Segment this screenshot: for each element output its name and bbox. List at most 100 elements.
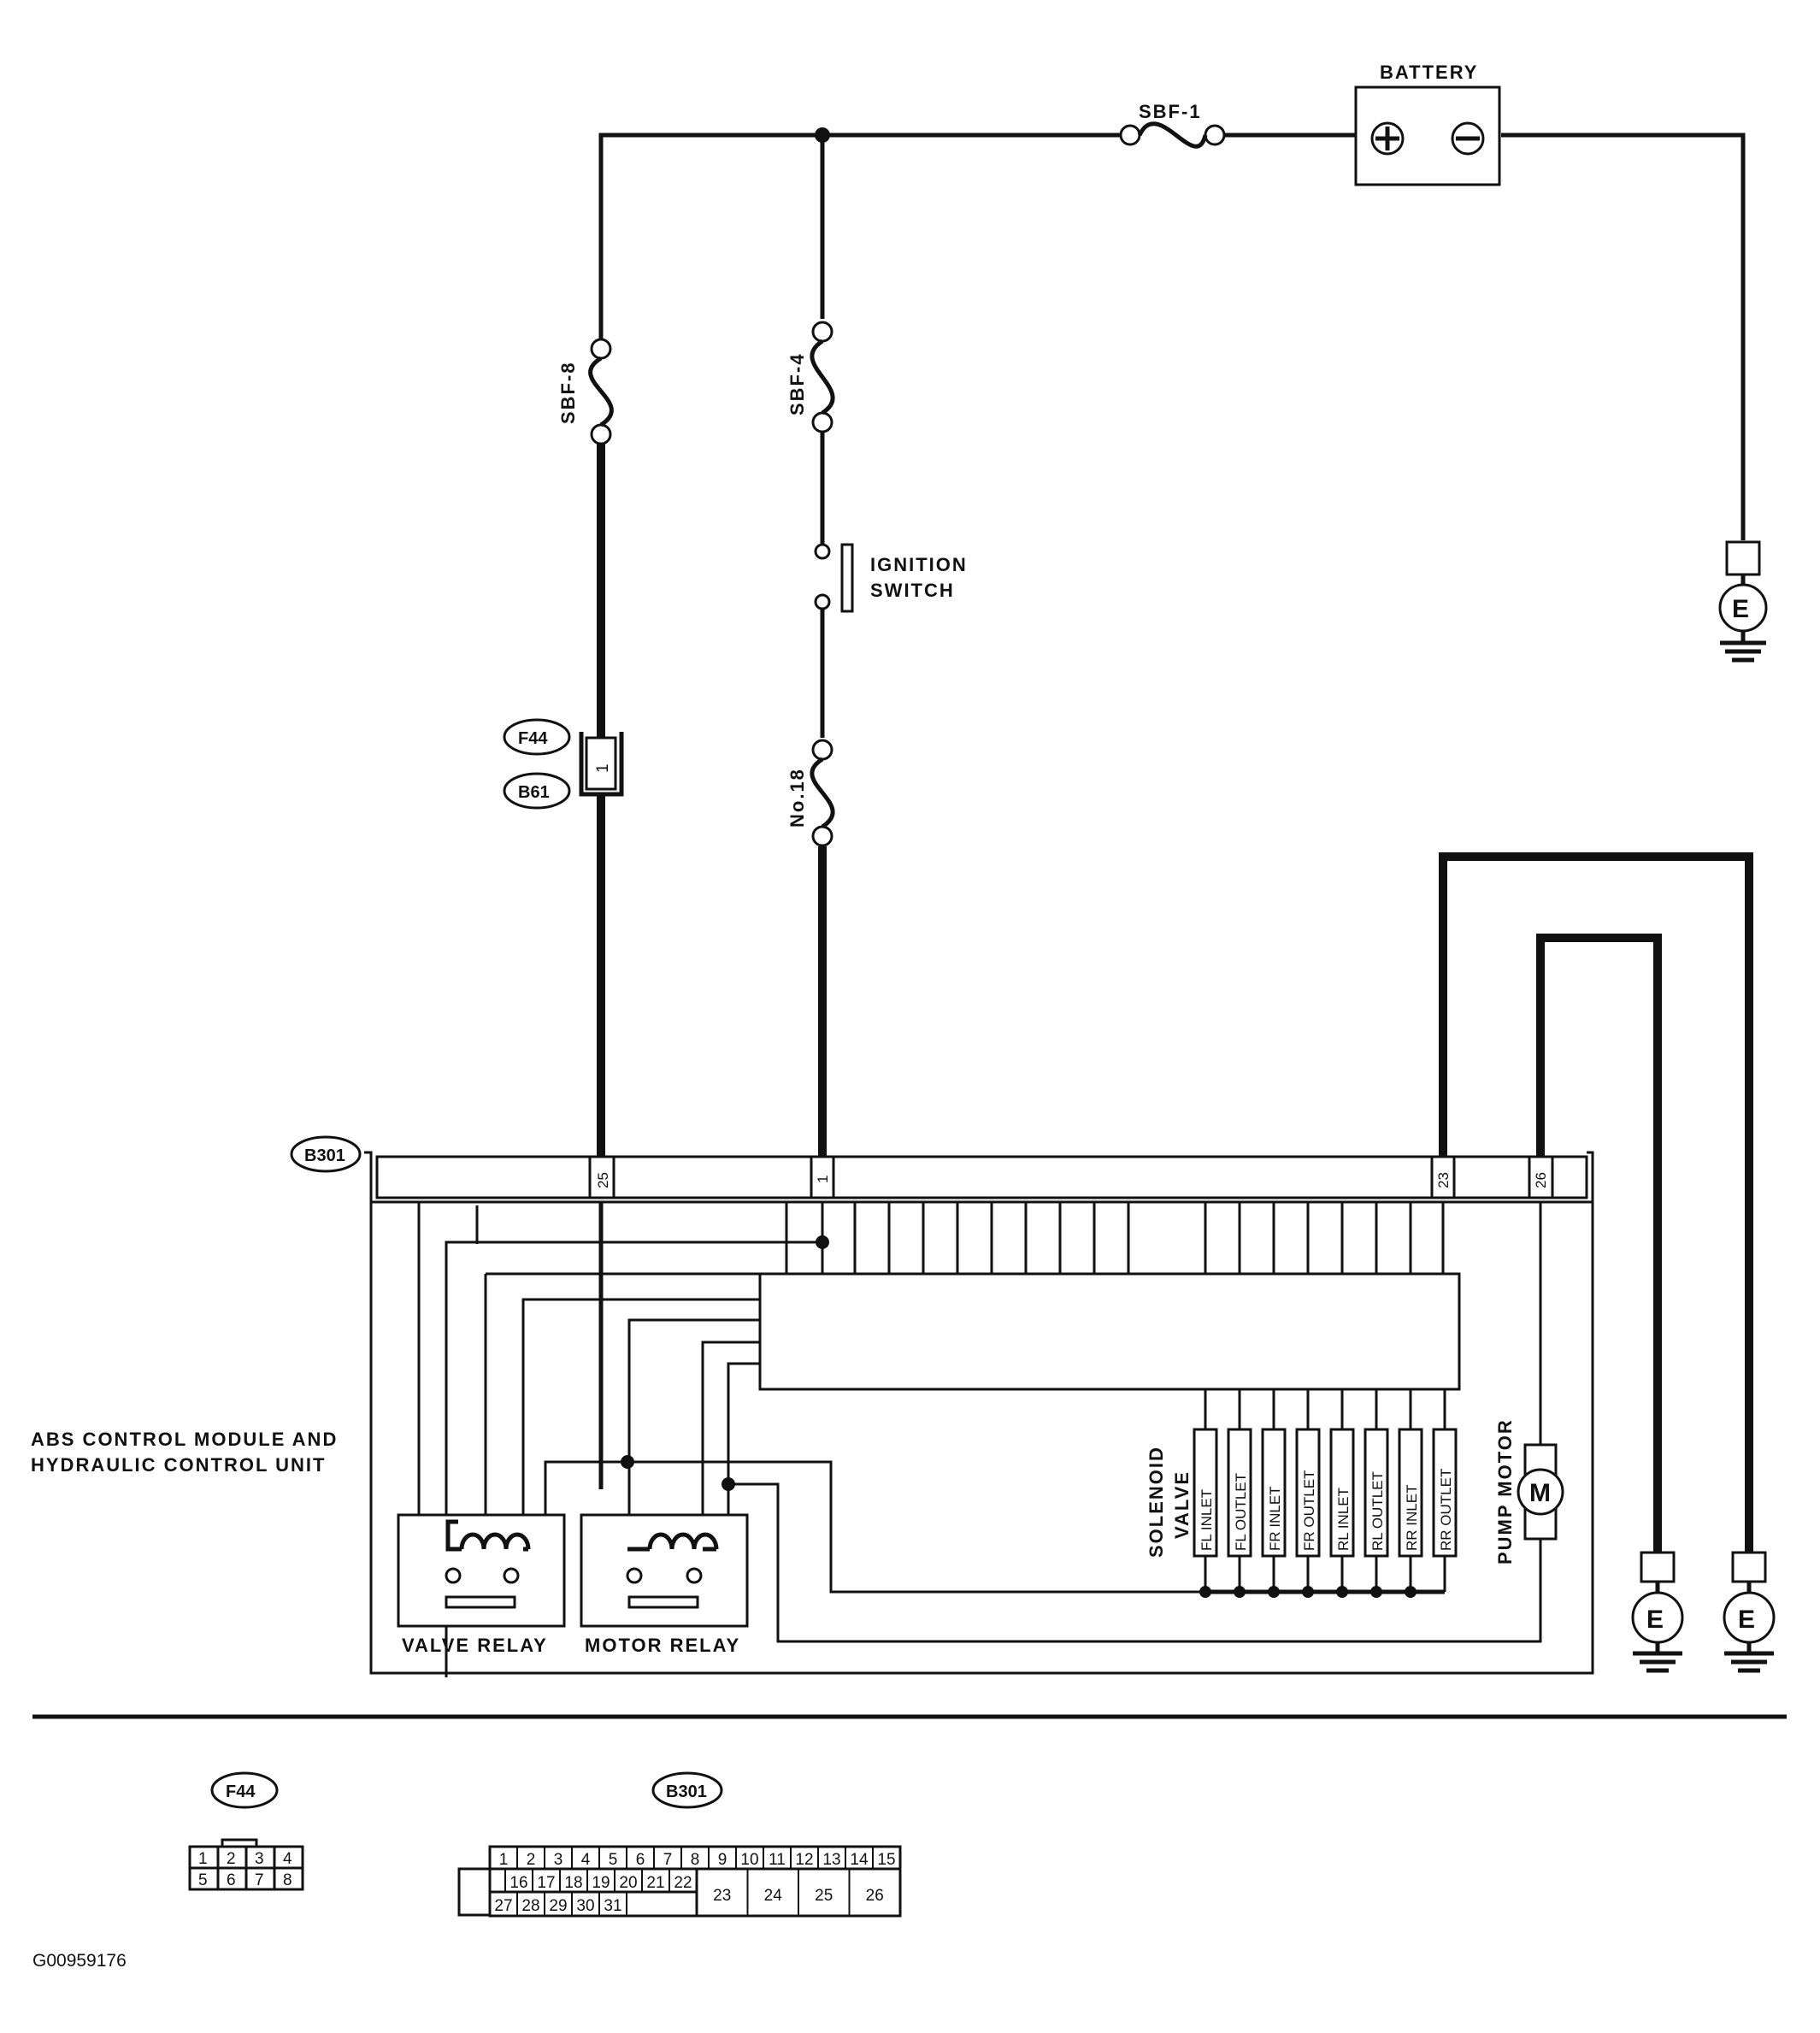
b301-pin: 4: [581, 1851, 591, 1869]
solenoid-valves: FL INLET FL OUTLET FR INLET FR OUTLET RL…: [1146, 1389, 1458, 1598]
b301-pin: 11: [769, 1851, 786, 1869]
b301-pin: 6: [636, 1851, 645, 1869]
b301-pin: 10: [740, 1851, 758, 1869]
pump-motor: M PUMP MOTOR: [1494, 1418, 1564, 1641]
sbf4-label: SBF-4: [786, 352, 808, 415]
ignition-switch: IGNITION SWITCH: [814, 543, 966, 613]
motor-relay: MOTOR RELAY: [580, 1513, 749, 1656]
f44-pin-6: 6: [227, 1871, 236, 1889]
b61-label: B61: [518, 783, 550, 802]
solenoid-fl-outlet: FL OUTLET: [1227, 1428, 1252, 1558]
b301-pin: 29: [549, 1897, 567, 1915]
b301-pin-23-label: 23: [1435, 1172, 1452, 1188]
solenoid-fr-outlet-label: FR OUTLET: [1301, 1470, 1317, 1551]
figure-id: G00959176: [32, 1951, 127, 1971]
abs-label-1: ABS CONTROL MODULE AND: [31, 1429, 338, 1450]
f44-pin-2: 2: [227, 1850, 236, 1868]
solenoid-fr-inlet-label: FR INLET: [1267, 1486, 1283, 1551]
fuse-sbf4: SBF-4: [786, 321, 835, 433]
b301-pin: 18: [564, 1874, 582, 1892]
pump-motor-symbol: M: [1529, 1479, 1551, 1507]
solenoid-junction-dot: [1302, 1586, 1314, 1598]
solenoid-label-2: VALVE: [1171, 1470, 1193, 1539]
b301-pin: 28: [521, 1897, 539, 1915]
solenoid-rr-outlet-label: RR OUTLET: [1438, 1469, 1454, 1551]
solenoid-junction-dot: [1370, 1586, 1382, 1598]
solenoid-junction-dot: [1405, 1586, 1417, 1598]
solenoid-junction-dot: [1336, 1586, 1348, 1598]
junction-dot: [815, 127, 830, 143]
b301-pin-large: 24: [764, 1887, 783, 1905]
fuse-sbf1: SBF-1: [1119, 101, 1226, 149]
solenoid-rl-outlet: RL OUTLET: [1364, 1428, 1389, 1558]
b301-pin: 2: [527, 1851, 536, 1869]
solenoid-rl-outlet-label: RL OUTLET: [1369, 1471, 1386, 1551]
relay-junction-dot: [621, 1455, 634, 1469]
b301-pin: 12: [795, 1851, 813, 1869]
b301-pin: 15: [877, 1851, 895, 1869]
solenoid-fr-outlet: FR OUTLET: [1295, 1428, 1321, 1558]
b301-pin: 14: [850, 1851, 869, 1869]
solenoid-rr-outlet: RR OUTLET: [1432, 1428, 1458, 1558]
f44-b61-pin-label: 1: [594, 763, 612, 773]
control-ic: [758, 1272, 1461, 1391]
battery: BATTERY: [1354, 62, 1501, 186]
b301-pin-large: 23: [713, 1887, 731, 1905]
f44-pin-5: 5: [198, 1871, 208, 1889]
b301-pin: 7: [663, 1851, 673, 1869]
abs-label-2: HYDRAULIC CONTROL UNIT: [31, 1454, 326, 1476]
b301-pin-25-label: 25: [595, 1172, 611, 1188]
b301-pin: 3: [554, 1851, 563, 1869]
supply-wiring: [598, 127, 1746, 738]
f44-pin-7: 7: [255, 1871, 264, 1889]
b301-pin-26-label: 26: [1533, 1172, 1549, 1188]
f44-label: F44: [518, 729, 548, 748]
f44-connector-face: F44 1 2 3 4 5 6 7 8: [188, 1771, 304, 1891]
solenoid-label-1: SOLENOID: [1146, 1446, 1167, 1558]
solenoid-rr-inlet-label: RR INLET: [1404, 1485, 1420, 1551]
b301-pin: 1: [499, 1851, 509, 1869]
solenoid-fl-inlet: FL INLET: [1193, 1428, 1218, 1558]
ground-e-label: E: [1732, 595, 1749, 623]
b301-pin: 8: [691, 1851, 700, 1869]
module-ground-1: E: [1631, 1551, 1684, 1673]
module-ground-2: E: [1723, 1551, 1776, 1673]
ignition-label-2: SWITCH: [870, 580, 955, 601]
solenoid-rl-inlet: RL INLET: [1329, 1428, 1355, 1558]
battery-label: BATTERY: [1380, 62, 1478, 83]
solenoid-rl-inlet-label: RL INLET: [1335, 1488, 1352, 1551]
fuse-sbf8: SBF-8: [557, 338, 614, 445]
b301-pin: 22: [674, 1874, 692, 1892]
b301-pin: 19: [592, 1874, 610, 1892]
solenoid-rr-inlet: RR INLET: [1398, 1428, 1423, 1558]
f44-face-label: F44: [226, 1783, 256, 1801]
b301-label: B301: [304, 1146, 345, 1165]
f44-pin-8: 8: [283, 1871, 292, 1889]
b301-pin: 31: [604, 1897, 621, 1915]
solenoid-junction-dot: [1199, 1586, 1211, 1598]
b301-pin: 17: [537, 1874, 555, 1892]
ground-e-label: E: [1646, 1606, 1664, 1634]
b301-pin: 20: [619, 1874, 637, 1892]
heavy-wiring: [597, 444, 1753, 1553]
b301-pin-1-label: 1: [815, 1176, 831, 1183]
valve-relay-label: VALVE RELAY: [402, 1635, 548, 1656]
solenoid-junction-dot: [1268, 1586, 1280, 1598]
solenoid-fl-outlet-label: FL OUTLET: [1233, 1473, 1249, 1551]
pump-motor-label: PUMP MOTOR: [1494, 1418, 1516, 1565]
b301-pin: 13: [822, 1851, 840, 1869]
valve-relay: VALVE RELAY: [397, 1513, 566, 1656]
b301-pin: 30: [576, 1897, 594, 1915]
b301-pin-large: 25: [815, 1887, 833, 1905]
b301-pin-large: 26: [866, 1887, 884, 1905]
solenoid-fl-inlet-label: FL INLET: [1199, 1489, 1215, 1551]
solenoid-junction-dot: [1234, 1586, 1246, 1598]
sbf8-label: SBF-8: [557, 361, 579, 424]
f44-pin-1: 1: [198, 1850, 208, 1868]
motor-relay-label: MOTOR RELAY: [585, 1635, 740, 1656]
solenoid-fr-inlet: FR INLET: [1261, 1428, 1287, 1558]
b301-pin: 5: [609, 1851, 618, 1869]
b301-pin: 16: [509, 1874, 527, 1892]
